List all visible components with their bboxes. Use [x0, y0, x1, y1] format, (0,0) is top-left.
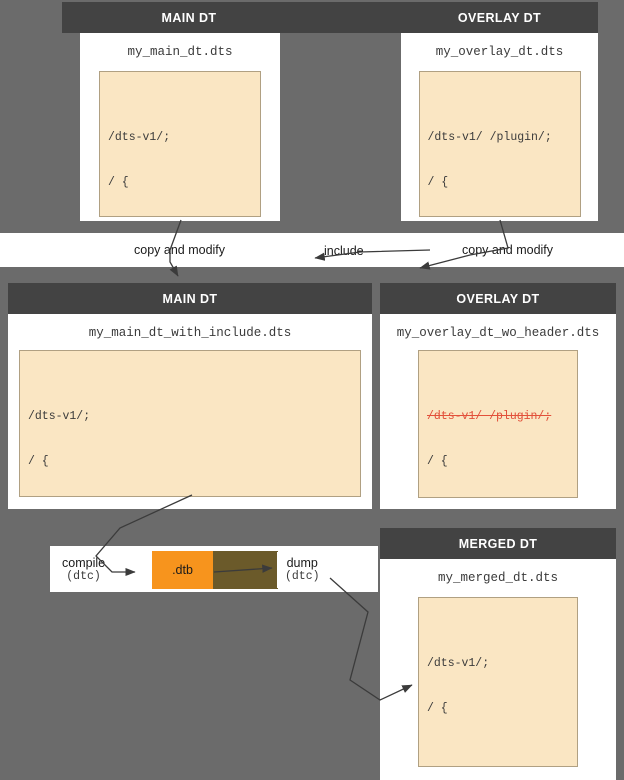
row2-main-dt-title: MAIN DT	[8, 283, 372, 314]
code-text: /dts-v1/ /plugin/; / { … };	[427, 130, 552, 189]
panel-main-dt-with-include: my_main_dt_with_include.dts /dts-v1/; / …	[8, 314, 372, 509]
dtb-artifact-box: .dtb	[152, 551, 213, 589]
filename-my-overlay-dt-wo-header: my_overlay_dt_wo_header.dts	[396, 326, 600, 340]
label-copy-and-modify-left-text: copy and modify	[134, 243, 226, 257]
compile-label-text: compile	[62, 556, 106, 570]
code-my-overlay-dt: /dts-v1/ /plugin/; / { … };	[418, 71, 581, 217]
label-copy-and-modify-left: copy and modify	[128, 240, 232, 260]
row1-overlay-dt-title: OVERLAY DT	[401, 2, 598, 33]
row2-overlay-dt-title-text: OVERLAY DT	[456, 291, 540, 306]
row3-merged-dt-title-text: MERGED DT	[458, 536, 538, 551]
dtb-label: .dtb	[172, 563, 193, 577]
code-body: / { … };	[427, 454, 448, 468]
code-my-merged-dt: /dts-v1/; / { … … };	[418, 597, 578, 767]
row1-overlay-dt-title-text: OVERLAY DT	[457, 10, 542, 25]
label-include-text: include	[324, 244, 364, 258]
row1-main-dt-title-text: MAIN DT	[161, 10, 217, 25]
filename-my-main-dt-with-include: my_main_dt_with_include.dts	[88, 326, 292, 340]
label-copy-and-modify-right: copy and modify	[456, 240, 560, 260]
code-my-overlay-dt-wo-header: /dts-v1/ /plugin/; / { … };	[418, 350, 578, 498]
row3-merged-dt-title: MERGED DT	[380, 528, 616, 559]
row2-overlay-dt-title: OVERLAY DT	[380, 283, 616, 314]
row2-main-dt-title-text: MAIN DT	[162, 291, 218, 306]
code-my-main-dt-with-include: /dts-v1/; / { … }; /include/ "my_overlay…	[19, 350, 361, 497]
code-my-main-dt: /dts-v1/; / { … };	[99, 71, 261, 217]
label-compile: compile (dtc)	[54, 552, 114, 588]
compile-tool-text: (dtc)	[66, 570, 101, 584]
code-text: /dts-v1/; / { … };	[108, 130, 171, 189]
code-text: /dts-v1/ /plugin/; / { … };	[419, 396, 577, 497]
panel-overlay-dt-original: my_overlay_dt.dts /dts-v1/ /plugin/; / {…	[401, 33, 598, 221]
panel-main-dt-original: my_main_dt.dts /dts-v1/; / { … };	[80, 33, 280, 221]
filename-my-merged-dt: my_merged_dt.dts	[437, 571, 559, 585]
filename-my-overlay-dt: my_overlay_dt.dts	[435, 45, 564, 59]
dump-label-text: dump	[286, 556, 318, 570]
code-text: /dts-v1/; / { … … };	[427, 656, 490, 715]
label-dump: dump (dtc)	[277, 552, 328, 588]
panel-merged-dt: my_merged_dt.dts /dts-v1/; / { … … };	[380, 559, 616, 780]
code-text: /dts-v1/; / { … }; /include/ "my_overlay…	[20, 396, 360, 496]
filename-my-main-dt: my_main_dt.dts	[127, 45, 233, 59]
struck-header-line: /dts-v1/ /plugin/;	[427, 409, 552, 423]
dump-tool-text: (dtc)	[285, 570, 320, 584]
olive-bar	[213, 551, 278, 589]
label-copy-and-modify-right-text: copy and modify	[462, 243, 554, 257]
panel-overlay-dt-wo-header: my_overlay_dt_wo_header.dts /dts-v1/ /pl…	[380, 314, 616, 509]
row1-main-dt-title: MAIN DT	[62, 2, 316, 33]
label-include: include	[318, 241, 370, 261]
code-body: /dts-v1/; / { … };	[28, 409, 91, 468]
